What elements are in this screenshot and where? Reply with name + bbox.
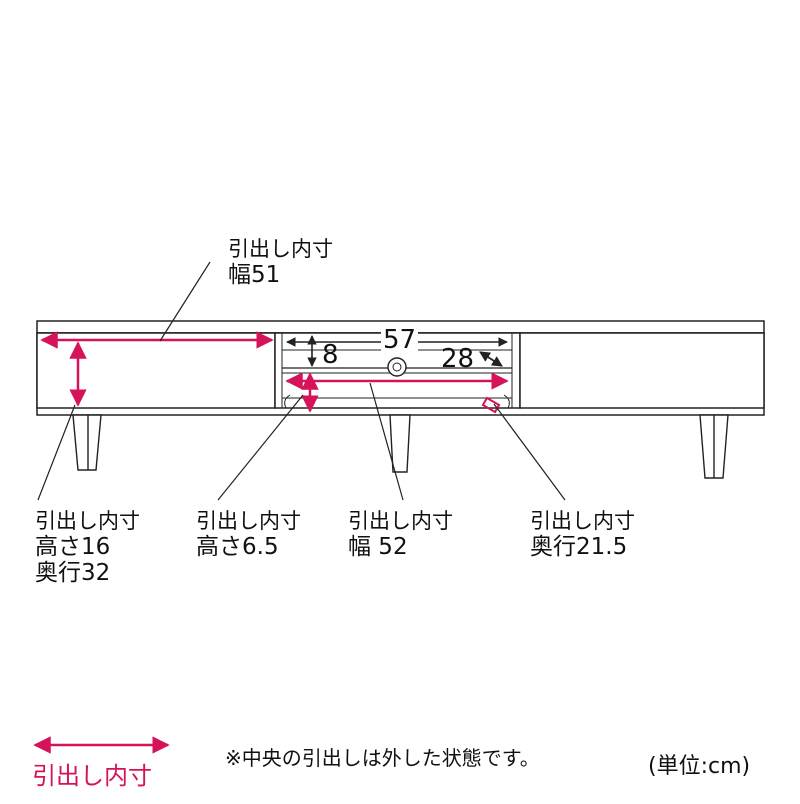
legs xyxy=(72,414,729,479)
callout-right-title: 引出し内寸 xyxy=(530,509,635,533)
callout-center-left-height: 高さ6.5 xyxy=(196,534,279,560)
right-drawer xyxy=(519,332,765,409)
callout-center-left-title: 引出し内寸 xyxy=(196,509,301,533)
compartment-depth-arrow xyxy=(479,351,503,367)
compartment-depth-value: 28 xyxy=(441,344,475,374)
callout-center-title: 引出し内寸 xyxy=(348,509,453,533)
callout-left-title: 引出し内寸 xyxy=(35,509,140,533)
callout-right-depth: 奥行21.5 xyxy=(530,534,628,560)
callout-center-left: 引出し内寸 高さ6.5 xyxy=(196,508,301,560)
callout-left-height: 高さ16 xyxy=(35,534,111,560)
callout-center-width: 幅 52 xyxy=(348,534,408,560)
compartment-height-value: 8 xyxy=(322,340,339,370)
compartment-width-value: 57 xyxy=(381,325,419,355)
callout-right: 引出し内寸 奥行21.5 xyxy=(530,508,635,560)
callout-top-title: 引出し内寸 xyxy=(228,237,333,261)
footnote: ※中央の引出しは外した状態です。 xyxy=(225,746,540,770)
callout-center: 引出し内寸 幅 52 xyxy=(348,508,453,560)
callout-top-width: 幅51 xyxy=(228,262,281,288)
unit-label: (単位:cm) xyxy=(648,754,751,779)
callout-left-depth: 奥行32 xyxy=(35,560,111,586)
legend-label: 引出し内寸 xyxy=(32,762,152,790)
callout-left: 引出し内寸 高さ16 奥行32 xyxy=(35,508,140,586)
leader-lines xyxy=(37,261,566,501)
callout-top: 引出し内寸 幅51 xyxy=(228,236,333,288)
left-drawer xyxy=(36,332,276,409)
